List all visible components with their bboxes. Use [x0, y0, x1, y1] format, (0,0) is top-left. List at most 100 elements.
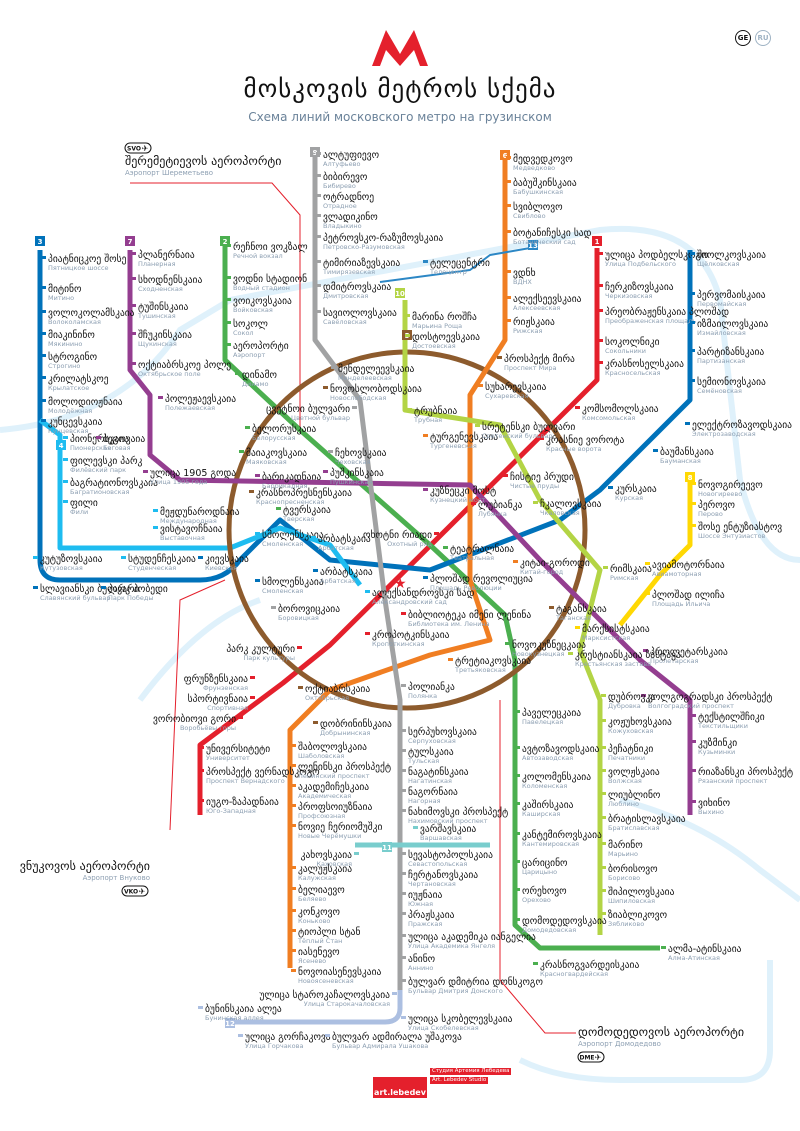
- language-ge-button[interactable]: GE: [735, 30, 751, 46]
